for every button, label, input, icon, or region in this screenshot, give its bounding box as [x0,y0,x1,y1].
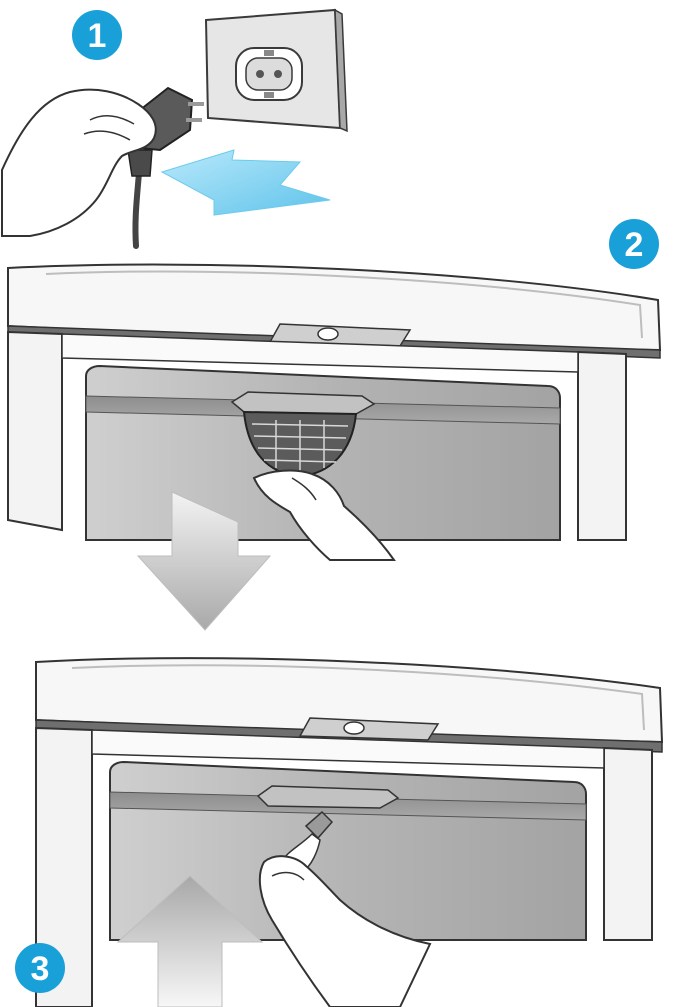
step-2-number: 2 [625,226,644,264]
step-3-badge: 3 [15,943,65,993]
step-1-panel: 1 [2,10,347,246]
step-1-number: 1 [88,17,107,55]
lamp-housing [258,786,398,808]
thermostat-knob-icon [318,328,338,340]
step-1-badge: 1 [72,10,122,60]
thermostat-knob-icon [344,722,364,734]
step-2-panel: 2 [8,219,660,630]
wall-socket [206,10,347,131]
step-2-badge: 2 [609,219,659,269]
step-3-number: 3 [31,950,50,988]
step-3-panel: 3 [15,658,662,1007]
unplug-arrow [162,150,330,215]
